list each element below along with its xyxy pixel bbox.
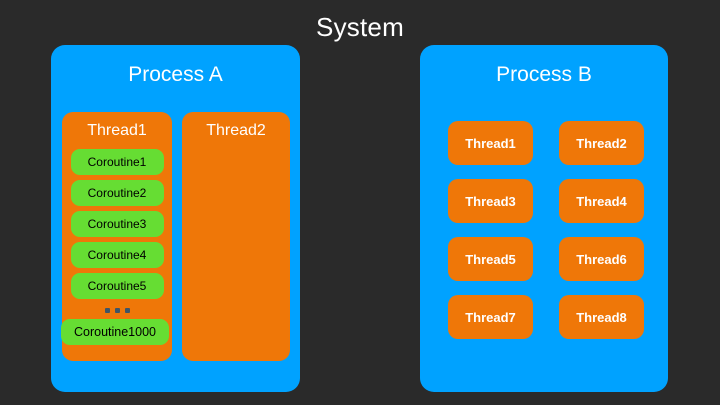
thread-tile: Thread1 [448, 121, 533, 165]
thread-tile: Thread3 [448, 179, 533, 223]
thread-tile: Thread6 [559, 237, 644, 281]
process-a-thread2-box: Thread2 [182, 112, 290, 361]
coroutine-list: Coroutine1 Coroutine2 Coroutine3 Corouti… [61, 149, 172, 350]
ellipsis-dots-icon [62, 304, 172, 316]
thread-tile: Thread7 [448, 295, 533, 339]
thread-tile: Thread4 [559, 179, 644, 223]
coroutine-item: Coroutine4 [70, 242, 164, 268]
coroutine-item: Coroutine1 [70, 149, 164, 175]
coroutine-item-last: Coroutine1000 [61, 319, 169, 345]
process-a-container: Process A Thread1 Coroutine1 Coroutine2 … [51, 45, 300, 392]
process-a-thread2-label: Thread2 [206, 122, 266, 139]
process-b-title: Process B [496, 63, 592, 86]
process-b-thread-grid: Thread1 Thread2 Thread3 Thread4 Thread5 … [448, 121, 644, 339]
process-a-title: Process A [128, 63, 223, 86]
diagram-title: System [316, 12, 404, 42]
thread-tile: Thread2 [559, 121, 644, 165]
thread-tile: Thread8 [559, 295, 644, 339]
process-a-thread1-label: Thread1 [87, 122, 147, 139]
dot-icon [104, 307, 110, 313]
coroutine-item: Coroutine5 [70, 273, 164, 299]
coroutine-item: Coroutine3 [70, 211, 164, 237]
dot-icon [124, 307, 130, 313]
process-b-container: Process B Thread1 Thread2 Thread3 Thread… [420, 45, 668, 392]
process-a-thread1-box: Thread1 Coroutine1 Coroutine2 Coroutine3… [61, 112, 172, 361]
coroutine-item: Coroutine2 [70, 180, 164, 206]
thread-tile: Thread5 [448, 237, 533, 281]
dot-icon [114, 307, 120, 313]
